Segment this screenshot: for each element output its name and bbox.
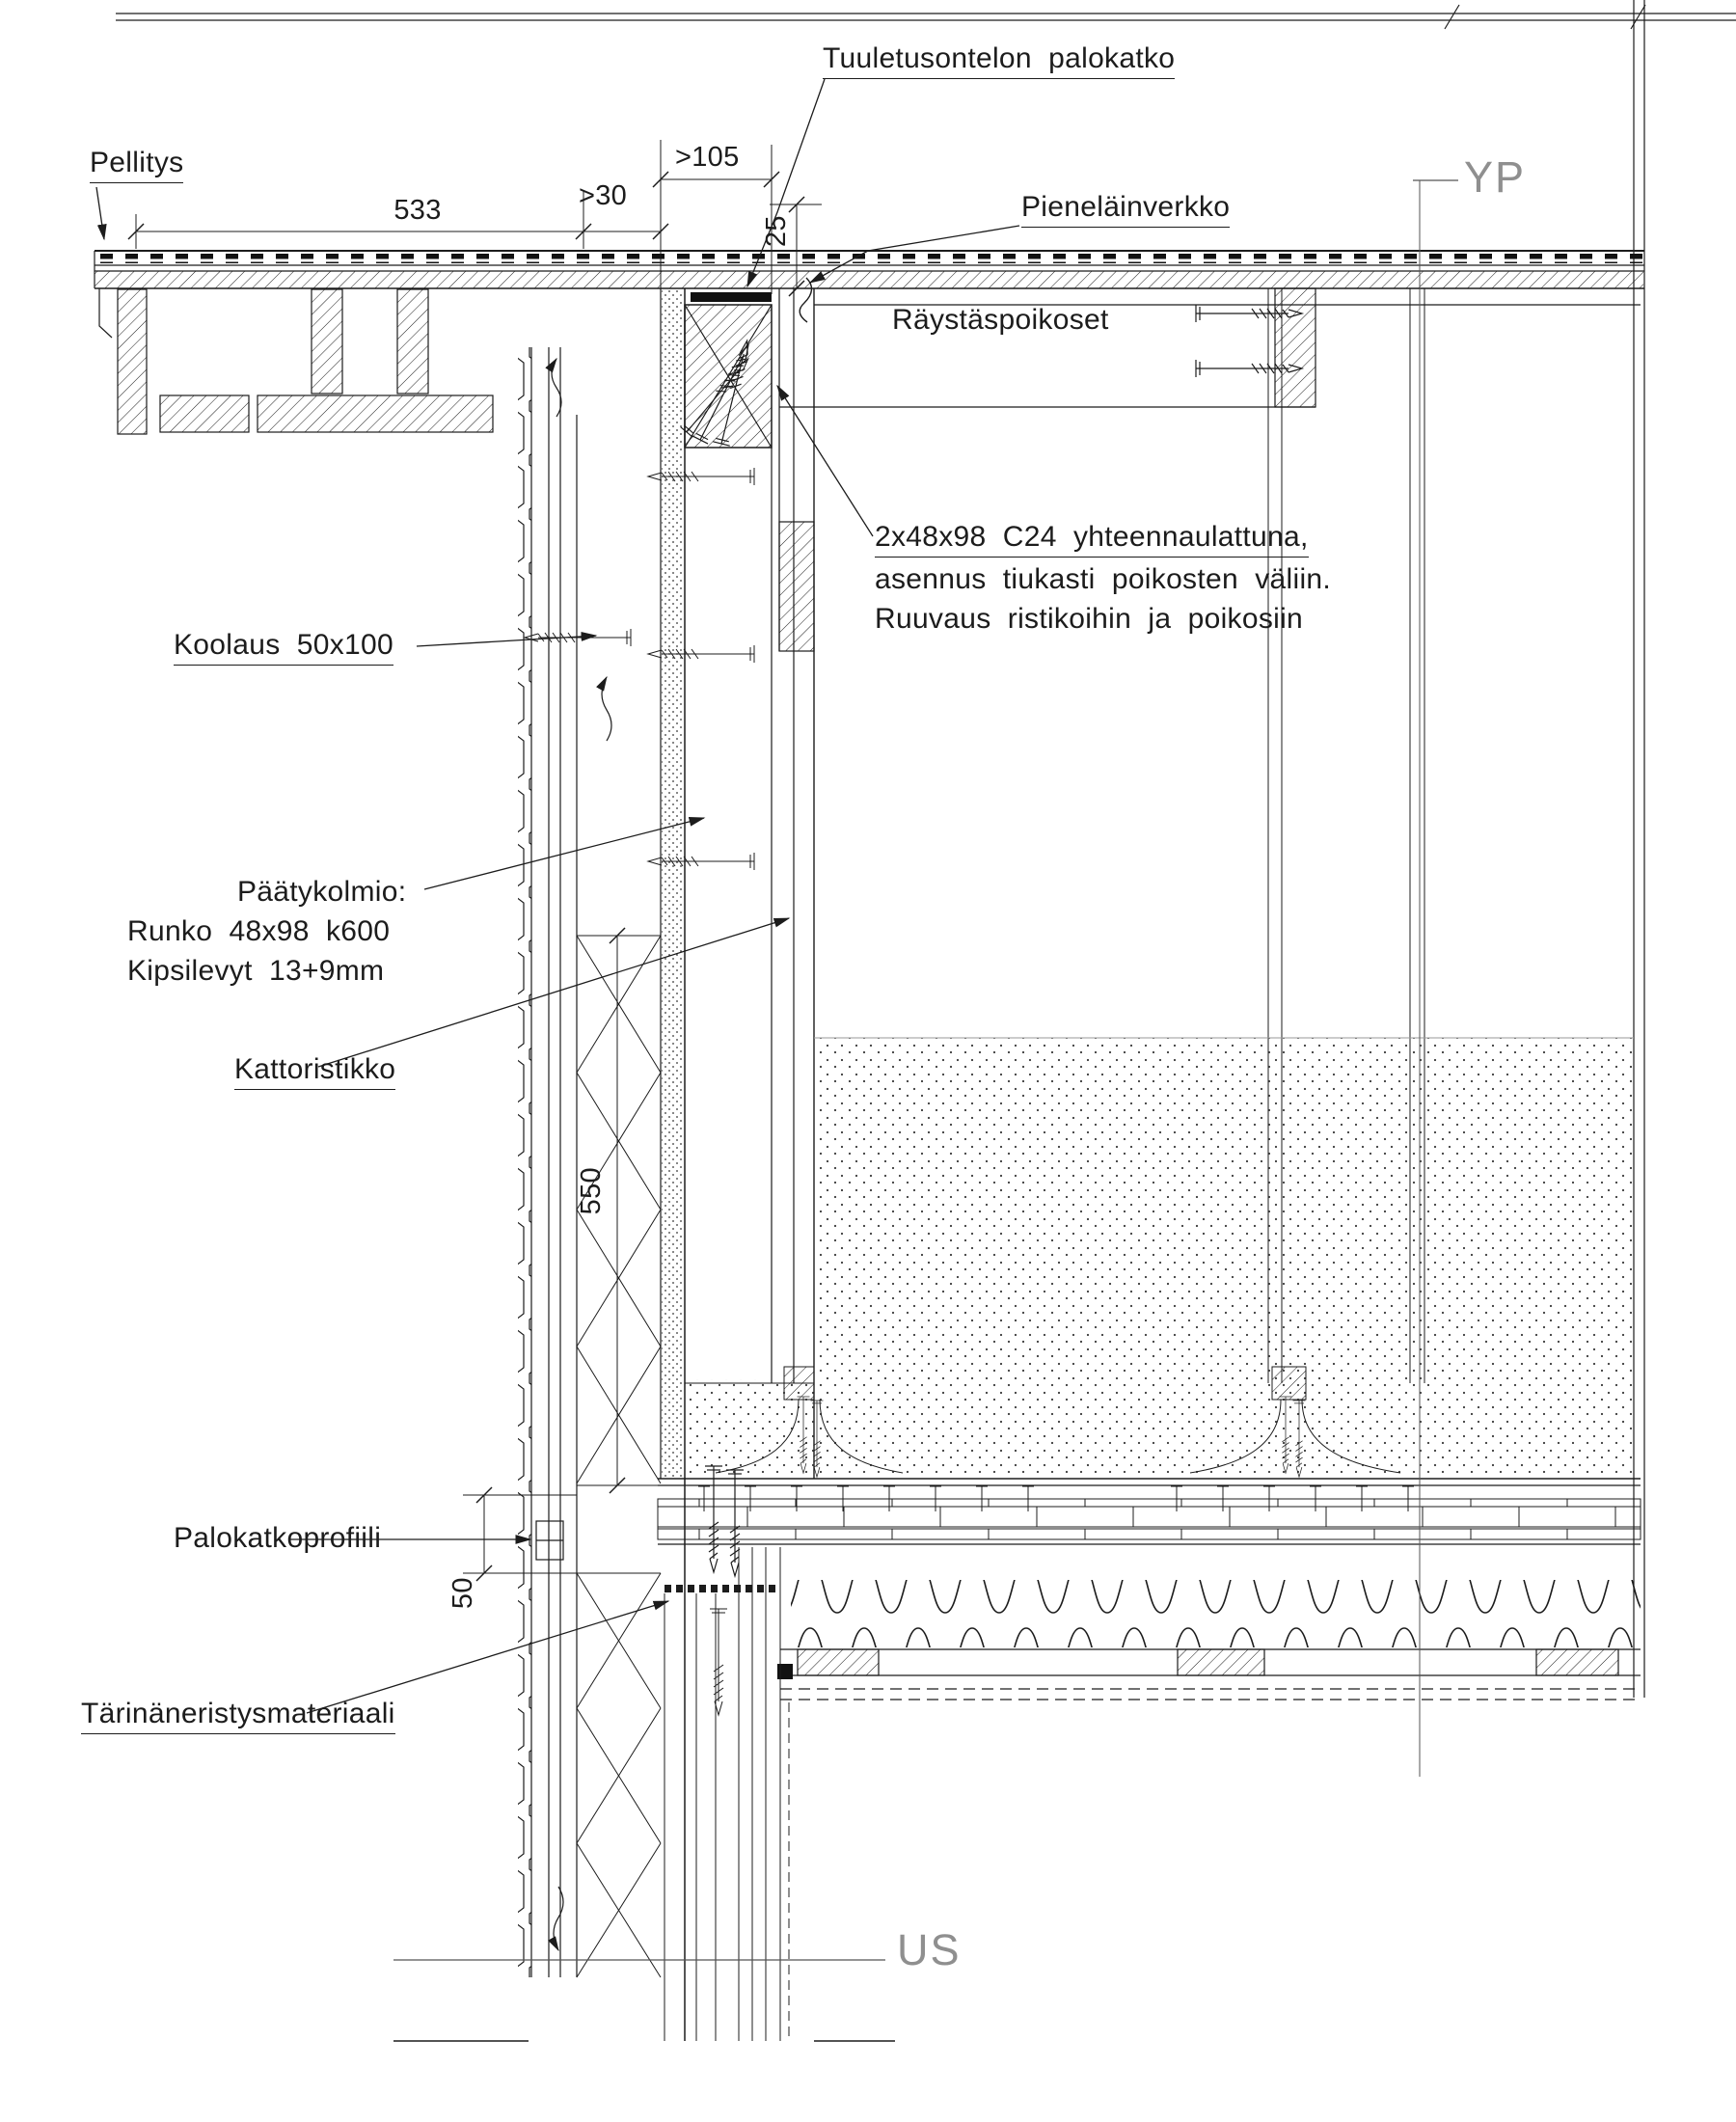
dim-gt30: >30 bbox=[579, 180, 628, 211]
label-tarinaneristysmateriaali: Tärinäneristysmateriaali bbox=[81, 1698, 395, 1734]
dimension-lines bbox=[127, 140, 822, 1582]
dim-50: 50 bbox=[447, 1577, 478, 1610]
label-paatykolmio-2: Runko 48x98 k600 bbox=[127, 915, 391, 947]
airflow-symbols bbox=[545, 357, 612, 1952]
gable-wall-cladding bbox=[518, 288, 686, 2041]
label-koolaus: Koolaus 50x100 bbox=[174, 629, 394, 666]
label-paatykolmio-3: Kipsilevyt 13+9mm bbox=[127, 955, 385, 987]
label-palokatkoprofiili: Palokatkoprofiili bbox=[174, 1522, 382, 1554]
truss-feet bbox=[685, 1366, 1415, 1512]
ventilation-firestop-bar bbox=[691, 292, 772, 302]
label-level-us: US bbox=[897, 1925, 962, 1974]
firestop-profile bbox=[535, 1520, 564, 1561]
leader-lines bbox=[95, 78, 1020, 1714]
dim-533: 533 bbox=[393, 195, 442, 226]
label-tuuletusontelon-palokatko: Tuuletusontelon palokatko bbox=[823, 42, 1176, 79]
roof-assembly bbox=[94, 250, 1644, 339]
batten-screws bbox=[524, 467, 755, 871]
insect-mesh bbox=[799, 277, 813, 323]
label-pellitys: Pellitys bbox=[90, 147, 184, 183]
flashing-profile bbox=[98, 288, 113, 339]
level-markers bbox=[393, 179, 1458, 1961]
label-paatykolmio-1: Päätykolmio: bbox=[237, 876, 407, 908]
firestop-block bbox=[680, 277, 813, 449]
exterior-wall-lower bbox=[393, 1547, 895, 2042]
ceiling-structure bbox=[657, 1465, 1641, 1700]
label-nailing-note-1: 2x48x98 C24 yhteennaulattuna, bbox=[875, 521, 1309, 558]
truss-web-bracing bbox=[576, 935, 662, 1978]
foil-layer bbox=[791, 1580, 1641, 1647]
label-kattoristikko: Kattoristikko bbox=[234, 1053, 396, 1090]
dim-550: 550 bbox=[575, 1167, 607, 1215]
label-pienelainverkko: Pieneläinverkko bbox=[1021, 191, 1231, 228]
label-nailing-note-2: asennus tiukasti poikosten väliin. bbox=[875, 563, 1332, 595]
label-level-yp: YP bbox=[1464, 152, 1527, 202]
gypsum-board-column bbox=[662, 289, 684, 1478]
dim-25: 25 bbox=[760, 215, 792, 248]
label-nailing-note-3: Ruuvaus ristikoihin ja poikosiin bbox=[875, 603, 1304, 635]
label-raystaspoikoset: Räystäspoikoset bbox=[892, 304, 1109, 336]
dim-gt105: >105 bbox=[675, 142, 740, 173]
eave-soffit bbox=[117, 288, 494, 435]
insulation bbox=[687, 1037, 1634, 1479]
